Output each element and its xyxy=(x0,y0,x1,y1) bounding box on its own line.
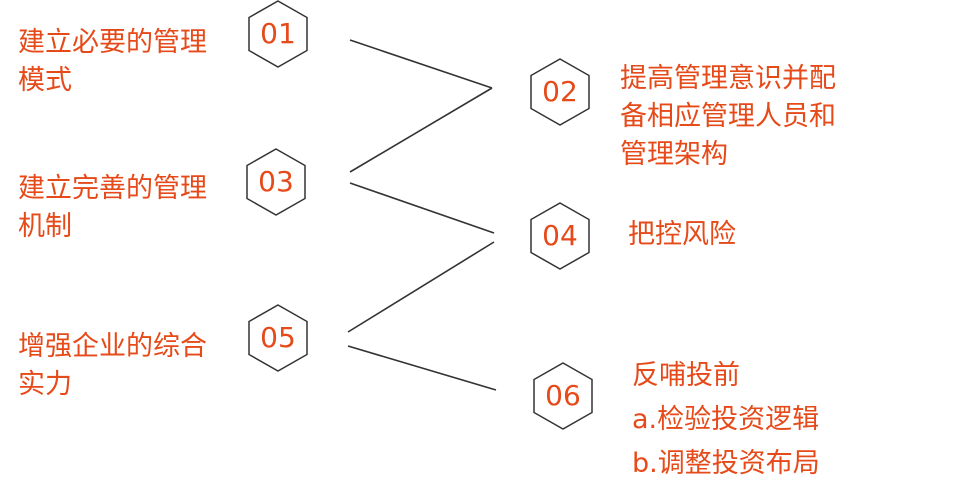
label-02-line-3: 管理架构 xyxy=(620,139,728,170)
label-06-line-2: a.检验投资逻辑 xyxy=(632,404,820,435)
hexagon-01-shape xyxy=(248,0,308,68)
hexagon-01-number: 01 xyxy=(260,17,296,50)
label-01-line-1: 建立必要的管理 xyxy=(18,27,207,58)
hexagon-02-number: 02 xyxy=(542,75,578,108)
label-01-line-2: 模式 xyxy=(18,65,72,96)
connector-02-03 xyxy=(349,87,493,173)
hexagon-03: 03 xyxy=(246,148,306,216)
hexagon-04-number: 04 xyxy=(542,219,578,252)
hexagon-02-shape xyxy=(530,58,590,126)
connector-05-06 xyxy=(347,345,497,391)
label-01: 建立必要的管理 模式 xyxy=(18,24,207,100)
hexagon-05: 05 xyxy=(248,304,308,372)
label-06-line-1: 反哺投前 xyxy=(632,360,740,391)
hexagon-01: 01 xyxy=(248,0,308,68)
hexagon-03-shape xyxy=(246,148,306,216)
label-03: 建立完善的管理 机制 xyxy=(18,170,207,246)
hexagon-06: 06 xyxy=(533,362,593,430)
hexagon-05-number: 05 xyxy=(260,321,296,354)
label-06: 反哺投前 a.检验投资逻辑 b.调整投资布局 xyxy=(632,354,820,486)
connector-04-05 xyxy=(347,241,495,333)
label-02-line-2: 备相应管理人员和 xyxy=(620,101,836,132)
label-05-line-1: 增强企业的综合 xyxy=(18,331,207,362)
hexagon-02: 02 xyxy=(530,58,590,126)
hexagon-03-number: 03 xyxy=(258,165,294,198)
hexagon-04-shape xyxy=(530,202,590,270)
label-05: 增强企业的综合 实力 xyxy=(18,328,207,404)
hexagon-06-number: 06 xyxy=(545,379,581,412)
label-04-line-1: 把控风险 xyxy=(628,219,736,250)
label-06-line-3: b.调整投资布局 xyxy=(632,448,820,479)
connector-03-04 xyxy=(349,182,495,234)
label-04: 把控风险 xyxy=(628,216,736,254)
connector-01-02 xyxy=(349,39,493,89)
label-02-line-1: 提高管理意识并配 xyxy=(620,63,836,94)
label-02: 提高管理意识并配 备相应管理人员和 管理架构 xyxy=(620,60,836,174)
hexagon-05-shape xyxy=(248,304,308,372)
hexagon-06-shape xyxy=(533,362,593,430)
label-03-line-1: 建立完善的管理 xyxy=(18,173,207,204)
hexagon-04: 04 xyxy=(530,202,590,270)
label-05-line-2: 实力 xyxy=(18,369,72,400)
label-03-line-2: 机制 xyxy=(18,211,72,242)
